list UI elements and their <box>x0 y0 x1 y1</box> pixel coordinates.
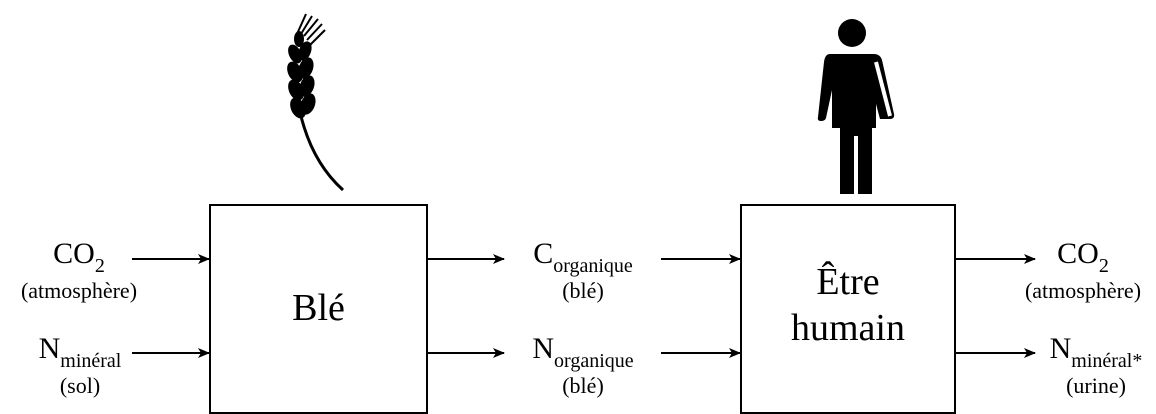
input-nmineral-sol-label: Nminéral (sol) <box>20 334 140 397</box>
ble-box: Blé <box>209 204 428 414</box>
ble-box-label: Blé <box>292 287 345 329</box>
arrows-layer <box>132 254 1036 358</box>
corganique-paren: (blé) <box>562 278 604 303</box>
corganique-sub: organique <box>553 255 633 277</box>
input-nmineral-paren: (sol) <box>59 373 101 398</box>
input-co2-sub: 2 <box>94 255 105 277</box>
etre-humain-label-line2: humain <box>791 306 905 349</box>
etre-humain-box: Être humain <box>740 204 956 414</box>
output-co2-sub: 2 <box>1098 255 1109 277</box>
output-co2-paren: (atmosphère) <box>1024 278 1142 303</box>
norganique-ble-label: Norganique (blé) <box>508 334 658 397</box>
output-co2-main: CO <box>1057 237 1099 270</box>
output-nmineral-sub: minéral* <box>1071 350 1143 372</box>
norganique-paren: (blé) <box>562 373 604 398</box>
output-nmineral-main: N <box>1049 332 1072 365</box>
norganique-main: N <box>532 332 555 365</box>
output-nmineral-paren: (urine) <box>1066 373 1126 398</box>
output-co2-atmosphere-label: CO2 (atmosphère) <box>1010 239 1156 302</box>
input-co2-atmosphere-label: CO2 (atmosphère) <box>4 239 154 302</box>
wheat-icon <box>287 13 345 192</box>
corganique-main: C <box>533 237 554 270</box>
input-nmineral-main: N <box>38 332 61 365</box>
corganique-ble-label: Corganique (blé) <box>508 239 658 302</box>
human-icon <box>817 19 895 194</box>
etre-humain-label: Être humain <box>742 260 954 351</box>
output-nmineral-urine-label: Nminéral* (urine) <box>1036 334 1156 397</box>
input-nmineral-sub: minéral <box>60 350 122 372</box>
norganique-sub: organique <box>554 350 634 372</box>
input-co2-main: CO <box>53 237 95 270</box>
input-co2-paren: (atmosphère) <box>20 278 138 303</box>
etre-humain-label-line1: Être <box>816 261 880 303</box>
